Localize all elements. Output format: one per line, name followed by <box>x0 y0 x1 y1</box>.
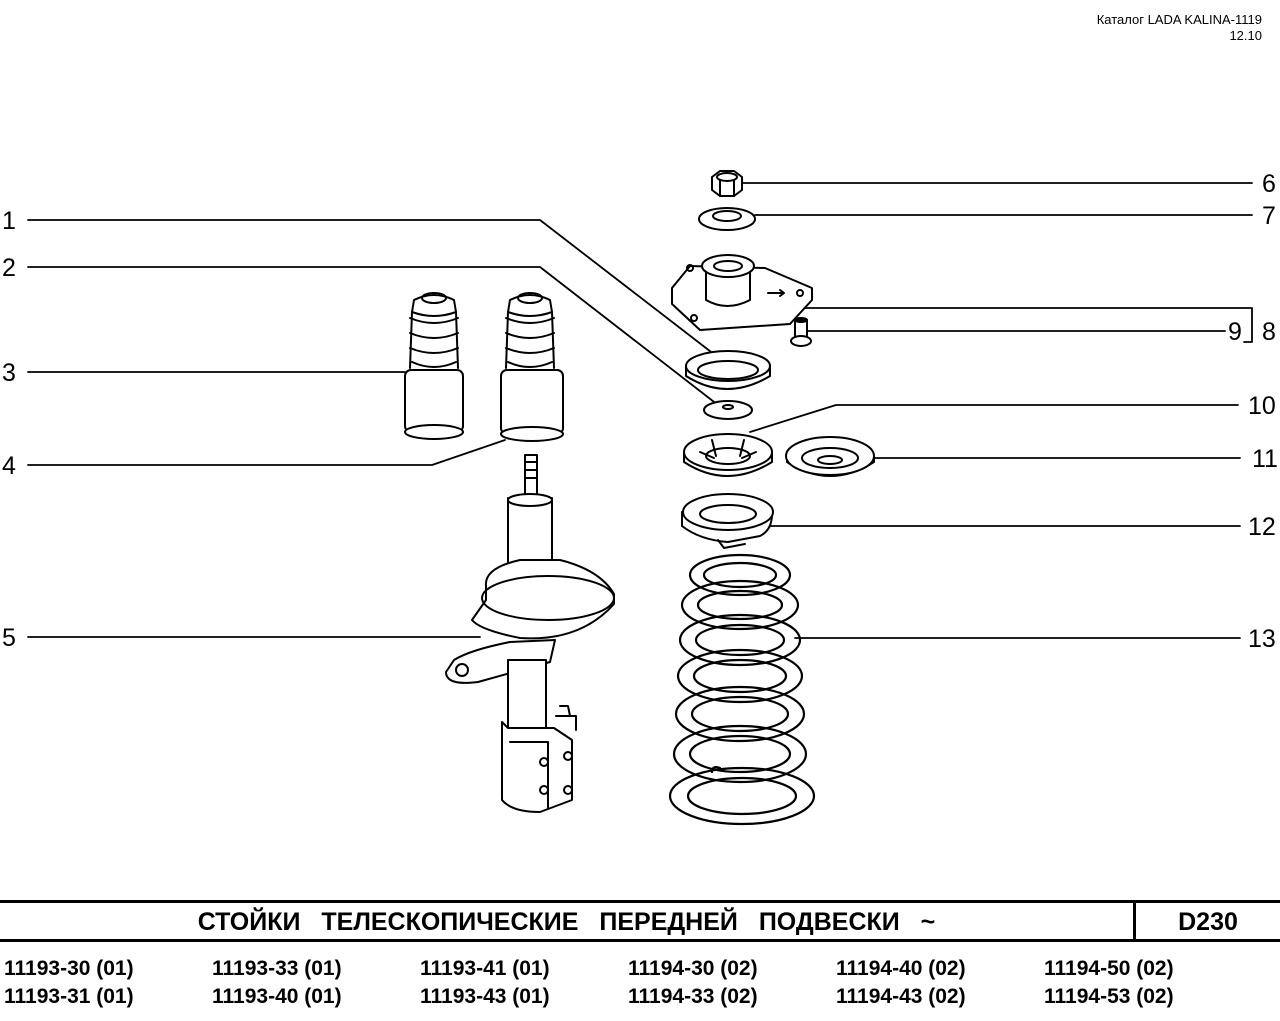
bolt-part <box>790 317 812 347</box>
spacer-washer-part <box>703 400 753 420</box>
nut-part <box>711 170 743 197</box>
catalog-name: Каталог LADA KALINA-1119 <box>1096 12 1262 27</box>
catalog-header: Каталог LADA KALINA-1119 12.10 <box>1097 12 1262 44</box>
washer-part <box>698 207 756 231</box>
leader-4 <box>27 439 506 466</box>
callout-7: 7 <box>1262 202 1276 230</box>
callout-9: 9 <box>1228 318 1242 346</box>
coil-spring-part <box>668 553 816 826</box>
spring-insulator-part <box>681 493 774 549</box>
callout-1: 1 <box>2 207 16 235</box>
section-code: D230 <box>1133 903 1280 939</box>
callout-3: 3 <box>2 359 16 387</box>
boot-assembly-part <box>500 292 564 442</box>
model-code: 11194-53 (02) <box>1044 985 1174 1008</box>
model-code: 11193-41 (01) <box>420 957 550 980</box>
callout-6: 6 <box>1262 170 1276 198</box>
callout-4: 4 <box>2 452 16 480</box>
leader-1 <box>27 219 716 356</box>
callout-13: 13 <box>1248 625 1276 653</box>
callout-8: 8 <box>1262 318 1276 346</box>
model-code: 11194-33 (02) <box>628 985 758 1008</box>
bearing-part <box>685 350 771 390</box>
model-code: 11194-43 (02) <box>836 985 966 1008</box>
leader-8 <box>804 307 1253 343</box>
callout-5: 5 <box>2 624 16 652</box>
model-code: 11194-50 (02) <box>1044 957 1174 980</box>
model-code: 11193-40 (01) <box>212 985 342 1008</box>
callout-11: 11 <box>1252 445 1278 473</box>
catalog-date: 12.10 <box>1229 28 1262 43</box>
leader-10 <box>749 404 1239 433</box>
strut-part <box>445 454 615 813</box>
title-bar: СТОЙКИ ТЕЛЕСКОПИЧЕСКИЕ ПЕРЕДНЕЙ ПОДВЕСКИ… <box>0 900 1280 942</box>
callout-2: 2 <box>2 254 16 282</box>
model-code: 11193-31 (01) <box>4 985 134 1008</box>
model-code: 11194-30 (02) <box>628 957 758 980</box>
callout-numbers: 1 2 3 4 5 6 7 8 9 10 11 12 13 <box>2 170 1278 653</box>
model-code: 11193-33 (01) <box>212 957 342 980</box>
exploded-view-diagram: 1 2 3 4 5 6 7 8 9 10 11 12 13 <box>2 170 1278 826</box>
callout-10: 10 <box>1248 392 1276 420</box>
section-title: СТОЙКИ ТЕЛЕСКОПИЧЕСКИЕ ПЕРЕДНЕЙ ПОДВЕСКИ… <box>197 908 936 936</box>
boot-part <box>404 292 464 440</box>
model-code: 11193-30 (01) <box>4 957 134 980</box>
leader-2 <box>27 266 719 406</box>
model-code: 11193-43 (01) <box>420 985 550 1008</box>
spring-cup-part <box>683 433 773 477</box>
upper-support-part <box>671 254 813 331</box>
leader-lines <box>27 182 1253 639</box>
alternate-cup-part <box>785 436 875 477</box>
callout-12: 12 <box>1248 513 1276 541</box>
model-code: 11194-40 (02) <box>836 957 966 980</box>
